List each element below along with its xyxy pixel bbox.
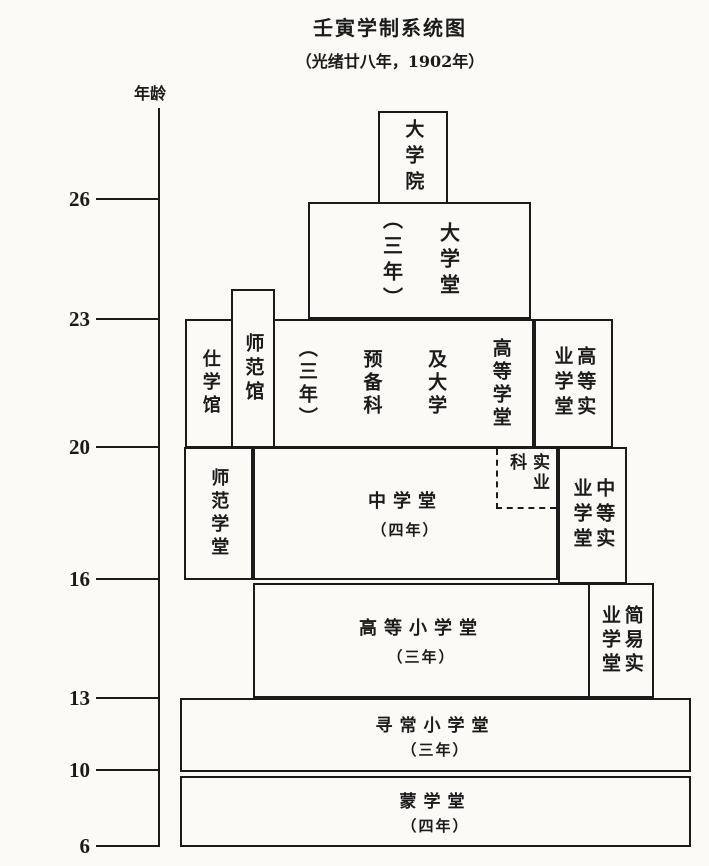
diagram-subtitle: （光绪廿八年，1902年） <box>295 52 485 71</box>
gaodeng-xiaoxue-text: 高等小学堂 （三年） <box>359 614 484 667</box>
age-tick-label-6: 6 <box>79 834 91 858</box>
daxuetang-label: 大学堂 （三年） <box>379 208 461 313</box>
jianyi-shiye-box: 简易实 业学堂 <box>588 583 654 698</box>
age-tick-label-10: 10 <box>69 758 90 782</box>
zhongdeng-shiye-label: 中等实 业学堂 <box>570 478 616 553</box>
mengxuetang-name: 蒙学堂 <box>399 792 472 812</box>
daxueyuan-label: 大学院 <box>402 118 425 197</box>
age-axis-label: 年龄 <box>134 84 167 103</box>
tick-line-13 <box>96 697 158 699</box>
tick-line-10 <box>96 769 158 771</box>
gaodeng-shiye-box: 高等实 业学堂 <box>534 319 613 448</box>
age-tick-label-26: 26 <box>69 187 90 211</box>
tick-line-26 <box>96 198 158 200</box>
shixueguan-label: 仕学馆 <box>199 349 221 418</box>
shiye-ke-label: 实业 科 <box>506 453 549 493</box>
age-tick-label-13: 13 <box>69 686 90 710</box>
gaodeng-xuetang-label: 高等学堂 及大学 预备科 （三年） <box>295 337 512 430</box>
shifanguan-label: 师范馆 <box>242 332 265 405</box>
daxuetang-box: 大学堂 （三年） <box>308 202 531 319</box>
mengxuetang-text: 蒙学堂 （四年） <box>400 787 472 836</box>
zhongxuetang-box: 中学堂 （四年） <box>253 447 558 580</box>
xunchang-xiaoxue-box: 寻常小学堂 （三年） <box>180 698 691 772</box>
gaodeng-xiaoxue-box: 高等小学堂 （三年） <box>253 583 590 698</box>
tick-line-20 <box>96 446 158 448</box>
zhongdeng-shiye-box: 中等实 业学堂 <box>558 447 627 584</box>
gaodeng-xiaoxue-years: （三年） <box>387 648 456 666</box>
age-axis-line <box>158 108 160 847</box>
tick-line-16 <box>96 578 158 580</box>
daxueyuan-box: 大学院 <box>378 111 448 204</box>
zhongxuetang-years: （四年） <box>371 521 440 539</box>
age-tick-label-23: 23 <box>69 307 90 331</box>
age-tick-label-16: 16 <box>69 567 90 591</box>
age-tick-label-20: 20 <box>69 435 90 459</box>
zhongxuetang-text: 中学堂 （四年） <box>368 487 443 540</box>
jianyi-shiye-label: 简易实 业学堂 <box>599 604 644 677</box>
xunchang-xiaoxue-years: （三年） <box>401 740 470 759</box>
diagram-title: 壬寅学制系统图 <box>313 16 467 40</box>
shiye-ke-dashed-box: 实业 科 <box>496 449 556 509</box>
zhongxuetang-name: 中学堂 <box>368 491 443 512</box>
shifan-xuetang-label: 师范学堂 <box>208 467 230 560</box>
mengxuetang-box: 蒙学堂 （四年） <box>180 776 691 847</box>
shifanguan-box: 师范馆 <box>231 289 275 448</box>
mengxuetang-years: （四年） <box>401 817 470 835</box>
gaodeng-xiaoxue-name: 高等小学堂 <box>359 618 484 639</box>
gaodeng-shiye-label: 高等实 业学堂 <box>551 346 597 421</box>
xunchang-xiaoxue-name: 寻常小学堂 <box>375 715 496 736</box>
xunchang-xiaoxue-text: 寻常小学堂 （三年） <box>376 711 496 760</box>
tick-line-23 <box>96 318 158 320</box>
tick-line-6 <box>96 845 158 847</box>
shifan-xuetang-box: 师范学堂 <box>184 447 253 580</box>
